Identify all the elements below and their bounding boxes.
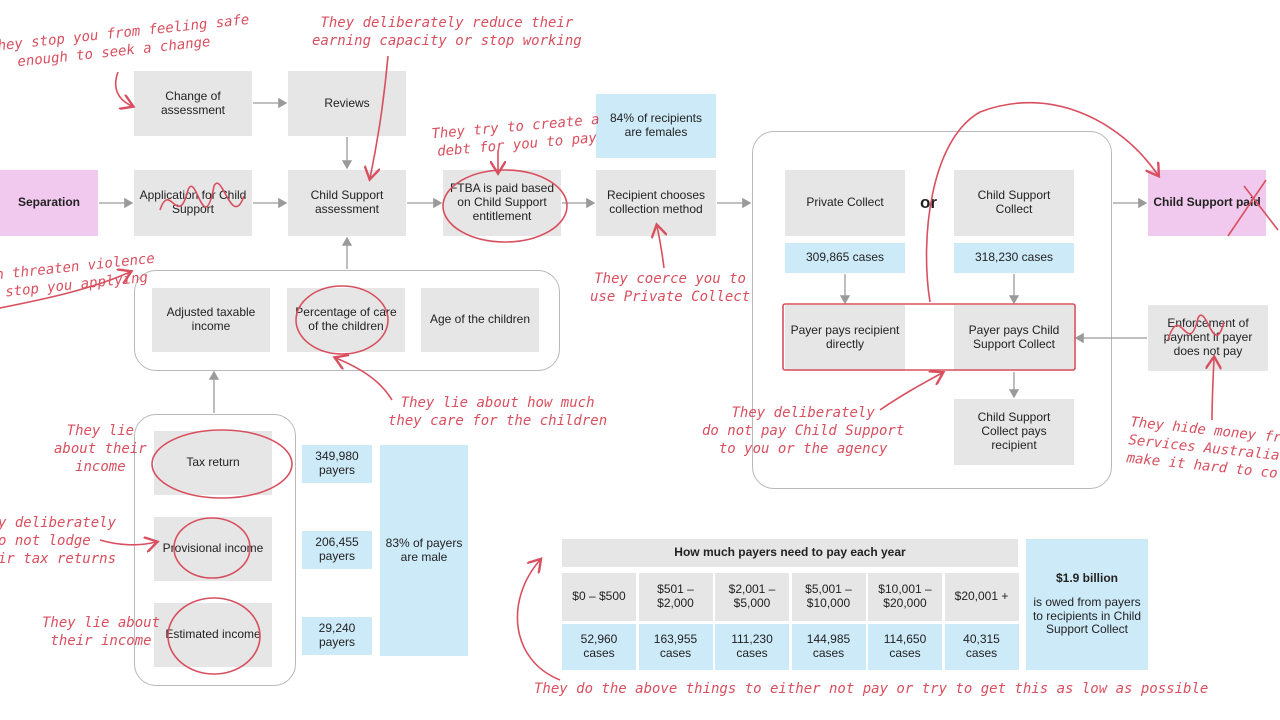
annotation-hide: They hide money fr Services Australia a … [1125, 414, 1280, 485]
arrow-safe [114, 71, 132, 106]
payer-pays-direct-node: Payer pays recipient directly [785, 305, 905, 371]
male-stat-box: 83% of payers are male [380, 445, 468, 656]
annotation-care: They lie about how much they care for th… [388, 395, 608, 430]
payment-cases-cell: 40,315 cases [944, 624, 1019, 670]
payment-cases-cell: 111,230 cases [715, 624, 789, 670]
application-node: Application for Child Support [134, 170, 252, 236]
change-of-assessment-node: Change of assessment [134, 71, 252, 136]
owed-amount: $1.9 billion [1055, 570, 1118, 585]
annotation-lie-income: They lie about their income [54, 423, 147, 476]
cs-paid-node: Child Support paid [1148, 170, 1266, 236]
separation-node: Separation [0, 170, 98, 236]
annotation-safe: hey stop you from feeling safe enough to… [0, 11, 251, 71]
adjusted-income-node: Adjusted taxable income [152, 288, 270, 352]
age-children-node: Age of the children [421, 288, 539, 352]
payers-tax-box: 349,980 payers [302, 445, 372, 483]
income-source-group [134, 414, 296, 686]
annotation-lie-income-2: They lie about their income [42, 615, 161, 650]
reviews-node: Reviews [288, 71, 406, 136]
cs-collect-node: Child Support Collect [954, 170, 1074, 236]
annotation-bottom: They do the above things to either not p… [534, 681, 1209, 697]
payment-cases-cell: 52,960 cases [562, 624, 636, 670]
payment-cases-cell: 144,985 cases [791, 624, 866, 670]
private-collect-node: Private Collect [785, 170, 905, 236]
payers-prov-box: 206,455 payers [302, 531, 372, 569]
payment-range-cell: $2,001 – $5,000 [715, 573, 789, 621]
estimated-income-node: Estimated income [154, 603, 272, 667]
assessment-node: Child Support assessment [288, 170, 406, 236]
payment-cases-cell: 114,650 cases [868, 624, 942, 670]
annotation-lodge: y deliberately o not lodge ir tax return… [0, 515, 117, 568]
owed-summary-box: $1.9 billion is owed from payers to reci… [1026, 539, 1148, 670]
annotation-debt: They try to create a debt for you to pay [430, 111, 601, 161]
cs-cases-box: 318,230 cases [954, 243, 1074, 273]
payment-cases-cell: 163,955 cases [638, 624, 713, 670]
payment-table-title: How much payers need to pay each year [562, 539, 1018, 567]
payment-range-cell: $10,001 – $20,000 [868, 573, 942, 621]
female-stat-box: 84% of recipients are females [596, 94, 716, 158]
payment-range-cell: $0 – $500 [562, 573, 636, 621]
payment-range-cell: $501 – $2,000 [638, 573, 713, 621]
private-cases-box: 309,865 cases [785, 243, 905, 273]
payers-est-box: 29,240 payers [302, 617, 372, 655]
owed-description: is owed from payers to recipients in Chi… [1032, 594, 1142, 637]
enforcement-node: Enforcement of payment if payer does not… [1148, 305, 1268, 371]
or-label: or [920, 193, 937, 212]
payment-range-cell: $20,001 + [944, 573, 1019, 621]
ftba-node: FTBA is paid based on Child Support enti… [443, 170, 561, 236]
annotation-coerce: They coerce you to use Private Collect [590, 271, 751, 306]
annotation-not-pay: They deliberately do not pay Child Suppo… [702, 405, 905, 458]
arrow-bottom [516, 560, 561, 681]
payer-pays-cs-node: Payer pays Child Support Collect [954, 305, 1074, 371]
annotation-earning: They deliberately reduce their earning c… [312, 15, 582, 50]
payment-range-cell: $5,001 – $10,000 [791, 573, 866, 621]
care-percentage-node: Percentage of care of the children [287, 288, 405, 352]
cs-pays-recipient-node: Child Support Collect pays recipient [954, 399, 1074, 465]
tax-return-node: Tax return [154, 431, 272, 495]
provisional-income-node: Provisional income [154, 517, 272, 581]
recipient-chooses-node: Recipient chooses collection method [596, 170, 716, 236]
